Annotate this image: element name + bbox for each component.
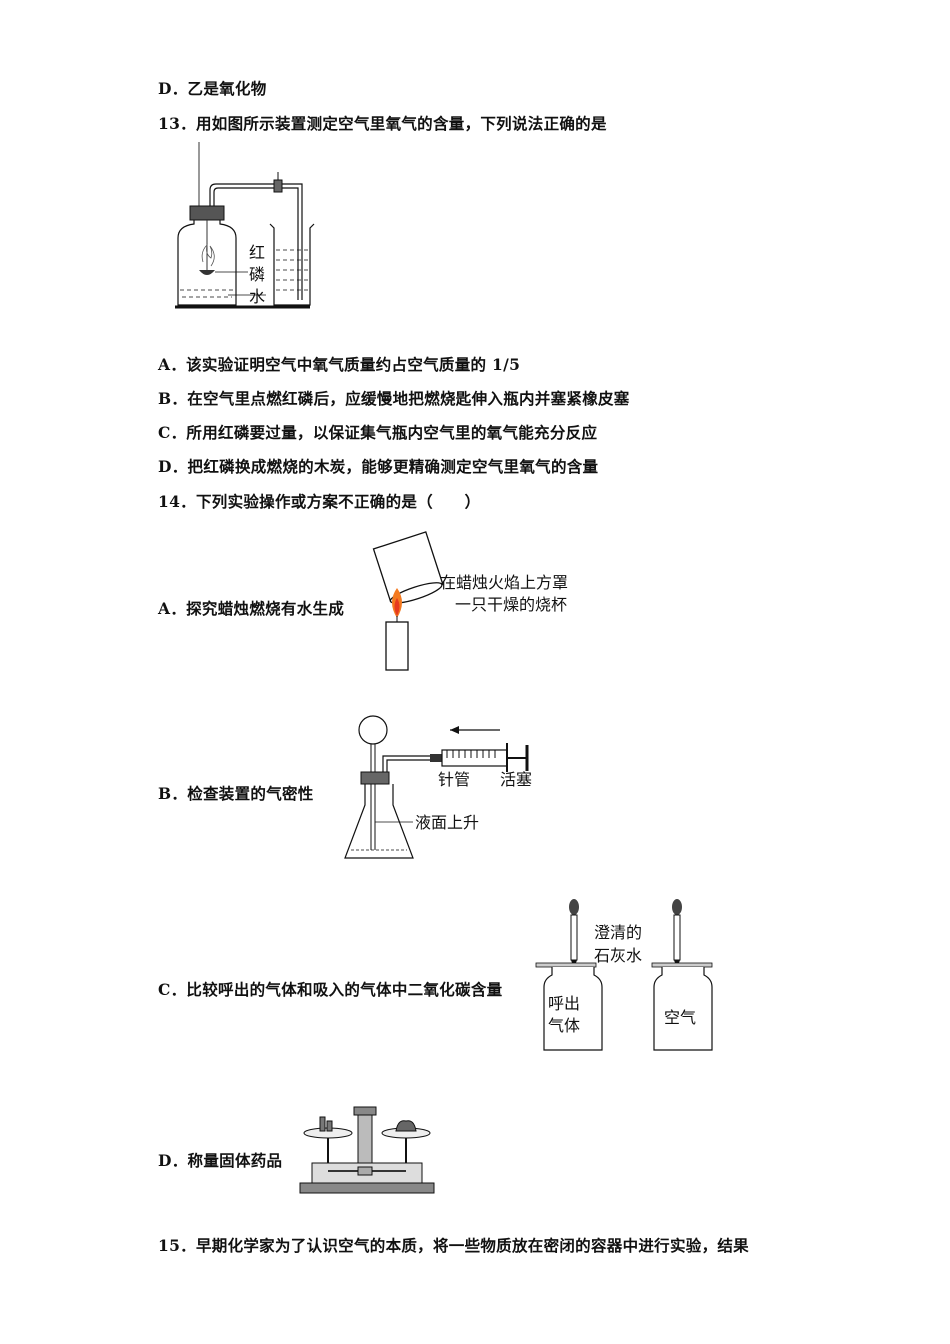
label-air: 空气 <box>664 1008 696 1027</box>
solid-sample <box>395 1120 417 1132</box>
balance-base <box>299 1182 435 1194</box>
weight-1 <box>319 1116 326 1132</box>
label-exhaled-1: 呼出 <box>548 994 580 1013</box>
dropper-tube-right <box>673 914 681 961</box>
candle <box>385 621 409 671</box>
syringe-barrel <box>441 749 508 767</box>
weight-2 <box>326 1120 333 1132</box>
label-exhaled-2: 气体 <box>548 1016 580 1035</box>
bottle-exhaled <box>543 967 603 1051</box>
side-tube <box>382 755 430 772</box>
note-line-1: 在蜡烛火焰上方罩 <box>440 573 568 592</box>
q15-stem: 15．早期化学家为了认识空气的本质，将一些物质放在密闭的容器中进行实验，结果 <box>158 1236 749 1255</box>
smoke <box>201 243 215 267</box>
pointer-top <box>353 1106 377 1116</box>
delivery-tube-inner <box>213 187 299 300</box>
dropper-bulb-left <box>569 899 579 915</box>
dropper-bulb-right <box>672 899 682 915</box>
q14-option-b: B．检查装置的气密性 <box>158 784 314 803</box>
q13-option-b: B．在空气里点燃红磷后，应缓慢地把燃烧匙伸入瓶内并塞紧橡皮塞 <box>158 389 630 408</box>
q14-option-d: D．称量固体药品 <box>158 1151 283 1170</box>
q12-option-d: D．乙是氧化物 <box>158 79 267 98</box>
airtight-figure: 针管 活塞 液面上升 <box>335 710 545 865</box>
rider-scale <box>357 1166 373 1176</box>
stopper-b <box>360 771 390 785</box>
side-tube-2 <box>386 759 430 772</box>
glass-plate-right <box>651 962 713 968</box>
candle-figure: 在蜡烛火焰上方罩 一只干燥的烧杯 <box>365 530 580 675</box>
gas-jar <box>177 220 237 306</box>
dry-beaker <box>372 531 444 604</box>
label-phosphorus: 磷 <box>249 265 265 284</box>
label-rise: 液面上升 <box>415 813 479 832</box>
balance-svg <box>299 1106 435 1194</box>
label-red: 红 <box>249 243 265 262</box>
conical-flask <box>344 784 414 859</box>
q13-option-c: C．所用红磷要过量，以保证集气瓶内空气里的氧气能充分反应 <box>158 423 598 442</box>
q13-apparatus-figure: 红 磷 水 <box>170 140 320 315</box>
delivery-tube <box>209 183 303 300</box>
push-arrowhead <box>450 726 459 734</box>
flame-core <box>394 598 400 616</box>
note-line-2: 一只干燥的烧杯 <box>455 595 567 614</box>
q13-option-a: A．该实验证明空气中氧气质量约占空气质量的 1/5 <box>158 355 521 374</box>
q13-apparatus-svg: 红 磷 水 <box>175 142 315 309</box>
label-lime-1: 澄清的 <box>594 923 642 942</box>
label-water: 水 <box>249 287 265 306</box>
beaker <box>269 223 315 306</box>
airtight-svg: 针管 活塞 液面上升 <box>344 715 532 859</box>
stopper <box>189 205 225 221</box>
q14-option-c: C．比较呼出的气体和吸入的气体中二氧化碳含量 <box>158 980 503 999</box>
balance-figure <box>298 1105 438 1197</box>
label-needle: 针管 <box>438 770 470 789</box>
bottle-air <box>653 967 713 1051</box>
q14-option-a: A．探究蜡烛燃烧有水生成 <box>158 599 345 618</box>
label-plunger: 活塞 <box>500 770 532 789</box>
needle-hub <box>430 754 442 762</box>
glass-plate-left <box>535 962 597 968</box>
label-lime-2: 石灰水 <box>594 946 642 965</box>
center-post <box>357 1112 373 1164</box>
funnel-bulb <box>358 715 388 745</box>
dropper-tube-left <box>570 914 578 961</box>
q14-stem: 14．下列实验操作或方案不正确的是（ ） <box>158 492 481 511</box>
combustion-spoon <box>199 270 215 275</box>
q13-stem: 13．用如图所示装置测定空气里氧气的含量，下列说法正确的是 <box>158 114 607 133</box>
q13-option-d: D．把红磷换成燃烧的木炭，能够更精确测定空气里氧气的含量 <box>158 457 599 476</box>
co2-compare-figure: 澄清的 石灰水 呼出 气体 空气 <box>530 895 720 1055</box>
candle-svg: 在蜡烛火焰上方罩 一只干燥的烧杯 <box>372 531 568 671</box>
co2-compare-svg: 澄清的 石灰水 呼出 气体 空气 <box>535 899 713 1051</box>
clamp <box>273 179 283 193</box>
